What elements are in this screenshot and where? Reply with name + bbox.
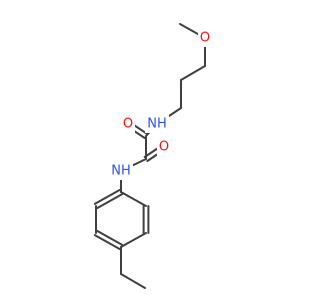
single-bond (120, 232, 147, 248)
o_carbonyl_1-label: O (123, 117, 133, 132)
double-bond-line (93, 234, 121, 251)
o_methoxy-label: O (200, 31, 210, 46)
double-bond-line (96, 193, 124, 210)
n_amide_bottom-label: NH (111, 164, 131, 179)
molecule-structure: O NH O O NH (93, 23, 212, 289)
bond-layer (93, 23, 206, 289)
atom-label-layer: O NH O O NH (109, 29, 212, 180)
o_carbonyl_1-label-background (121, 115, 135, 133)
single-bond (180, 65, 206, 81)
n_amide_bottom-label-background (109, 162, 133, 180)
n_amide_top-label: NH (147, 117, 167, 132)
o_carbonyl_2-label-background (157, 138, 171, 156)
n_amide_top-label-background (145, 115, 169, 133)
single-bond (120, 191, 147, 207)
single-bond (120, 273, 146, 289)
double-bond-line (93, 188, 121, 205)
o_methoxy-label-background (198, 29, 212, 47)
o_carbonyl_2-label: O (159, 140, 169, 155)
double-bond-line (96, 229, 124, 246)
